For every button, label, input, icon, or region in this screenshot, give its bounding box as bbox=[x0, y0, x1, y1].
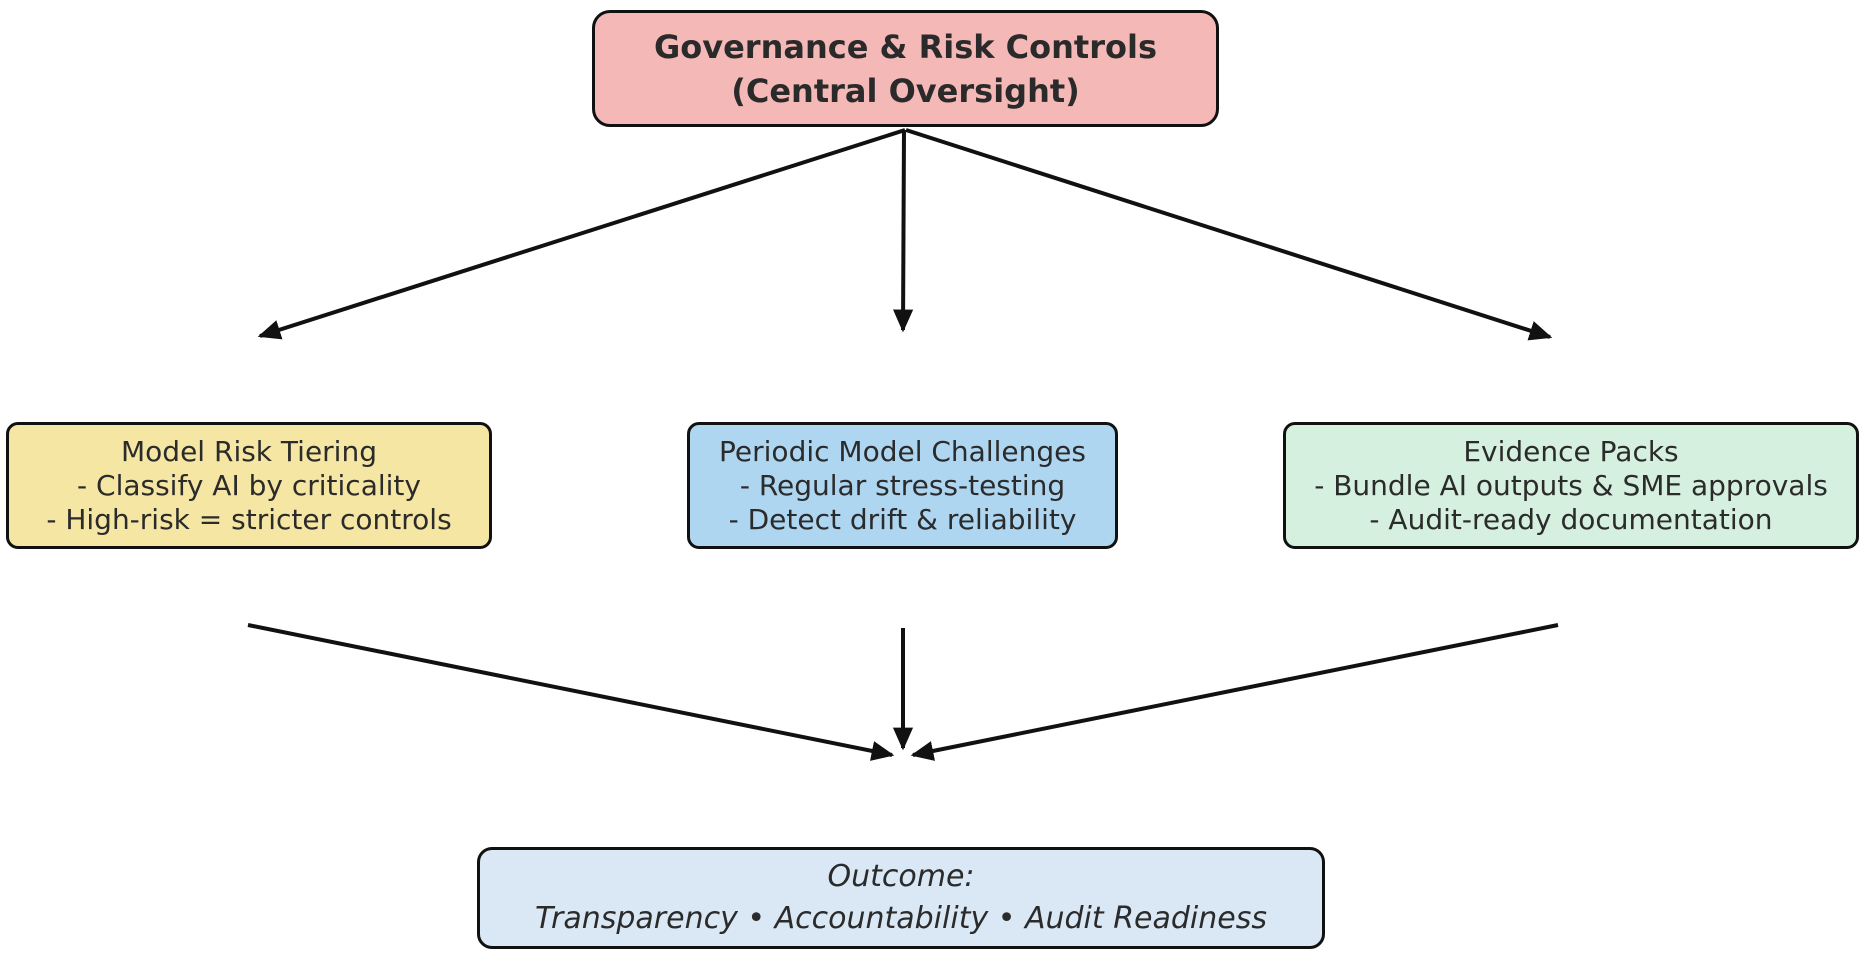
node-outcome: Outcome: Transparency • Accountability •… bbox=[477, 847, 1325, 949]
governance-title-line1: Governance & Risk Controls bbox=[653, 27, 1157, 66]
challenges-bullet-2: - Detect drift & reliability bbox=[728, 502, 1077, 536]
outcome-heading: Outcome: bbox=[827, 859, 975, 894]
tiering-bullet-2: - High-risk = stricter controls bbox=[46, 502, 452, 536]
evidence-bullet-2: - Audit-ready documentation bbox=[1369, 502, 1773, 536]
node-periodic-model-challenges: Periodic Model Challenges - Regular stre… bbox=[687, 422, 1118, 549]
governance-title-line2: (Central Oversight) bbox=[731, 71, 1080, 110]
evidence-heading: Evidence Packs bbox=[1463, 434, 1679, 468]
arrow-governance-to-challenges bbox=[893, 129, 914, 333]
arrow-evidence-to-outcome bbox=[910, 623, 1559, 761]
tiering-heading: Model Risk Tiering bbox=[121, 434, 377, 468]
outcome-values: Transparency • Accountability • Audit Re… bbox=[535, 901, 1267, 936]
arrow-governance-to-tiering bbox=[257, 128, 906, 340]
node-evidence-packs: Evidence Packs - Bundle AI outputs & SME… bbox=[1283, 422, 1859, 549]
node-governance: Governance & Risk Controls (Central Over… bbox=[592, 10, 1219, 127]
tiering-bullet-1: - Classify AI by criticality bbox=[77, 468, 421, 502]
evidence-bullet-1: - Bundle AI outputs & SME approvals bbox=[1314, 468, 1828, 502]
arrow-tiering-to-outcome bbox=[247, 623, 895, 761]
challenges-heading: Periodic Model Challenges bbox=[719, 434, 1086, 468]
arrow-governance-to-evidence bbox=[905, 128, 1553, 341]
challenges-bullet-1: - Regular stress-testing bbox=[739, 468, 1066, 502]
node-model-risk-tiering: Model Risk Tiering - Classify AI by crit… bbox=[6, 422, 492, 549]
